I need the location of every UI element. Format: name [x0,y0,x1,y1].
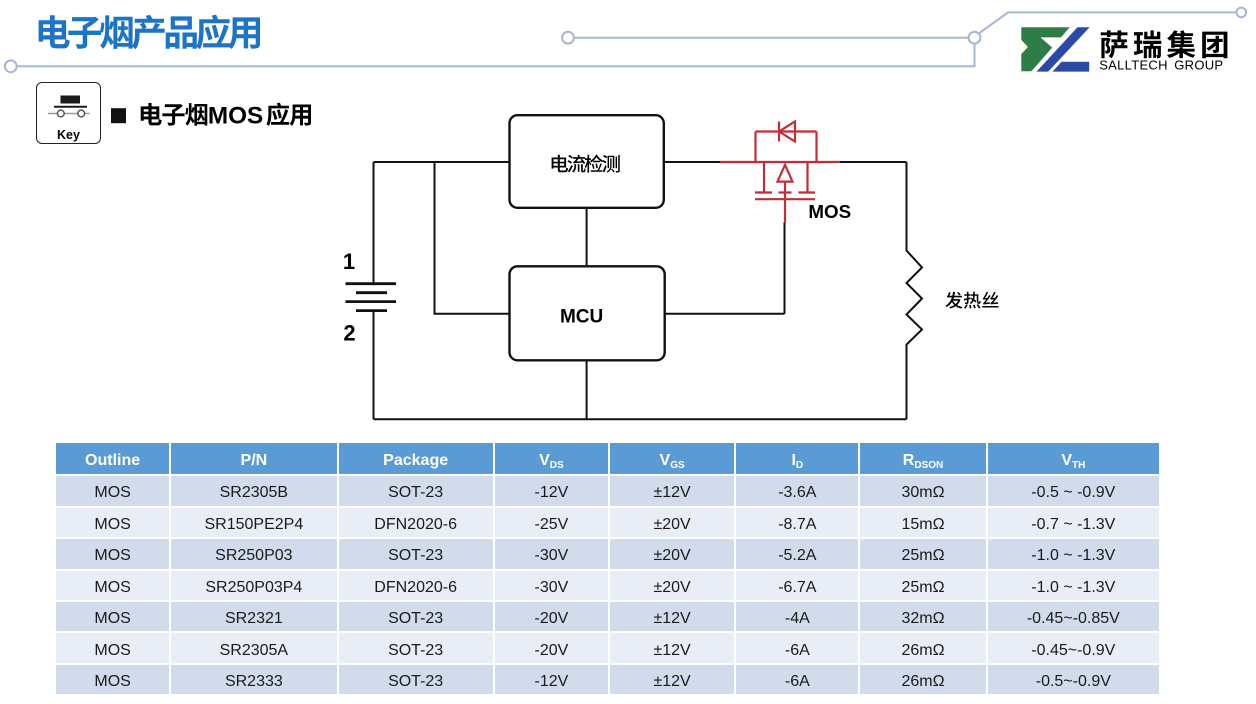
svg-text:MOS: MOS [808,201,851,222]
svg-text:Key: Key [57,128,80,142]
svg-text:SALLTECH GROUP: SALLTECH GROUP [1099,57,1223,72]
svg-text:1: 1 [343,249,355,274]
svg-text:MCU: MCU [560,306,603,327]
svg-text:2: 2 [343,320,355,345]
svg-text:MOS: MOS [208,103,263,130]
